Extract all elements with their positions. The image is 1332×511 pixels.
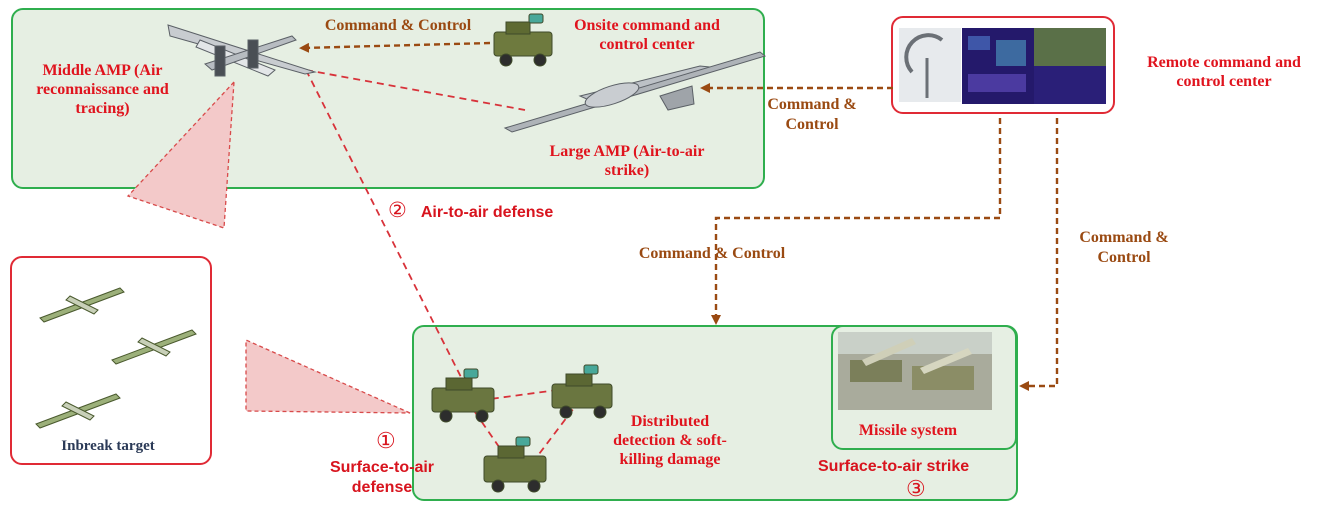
link-v1-v3 <box>467 401 516 471</box>
link-middle-large <box>305 69 526 111</box>
middle-amp-label: Middle AMP (Air reconnaissance and traci… <box>36 62 169 117</box>
surface-to-air-defense-label: Surface-to-air defense <box>329 459 435 496</box>
ground-vehicle-2 <box>551 364 613 419</box>
onsite-vehicle <box>493 13 553 67</box>
arrow-remote-to-missile <box>1019 118 1059 391</box>
missile-system-image <box>838 332 992 410</box>
arrow-remote-to-ground <box>711 118 1002 325</box>
link-v2-v3 <box>532 399 581 463</box>
cc-right-label: Command & Control <box>1079 229 1169 266</box>
large-amp-drone <box>503 51 767 133</box>
middle-amp-drone <box>167 24 317 77</box>
missile-system-label: Missile system <box>858 422 958 439</box>
large-amp-label: Large AMP (Air-to-air strike) <box>549 143 705 179</box>
inbreak-target-box <box>10 256 212 465</box>
air-to-air-label: Air-to-air defense <box>420 204 554 221</box>
cc-remote-left-label: Command & Control <box>767 96 857 133</box>
air-zone-box <box>11 8 765 189</box>
inbreak-target-label: Inbreak target <box>61 438 155 454</box>
inbreak-drones <box>35 287 197 429</box>
link-middle-ground <box>305 69 466 386</box>
onsite-center-label: Onsite command and control center <box>574 17 720 53</box>
air-to-air-group: ② Air-to-air defense <box>388 198 628 224</box>
cc-middle-label: Command & Control <box>638 245 786 262</box>
surface-to-air-strike-label: Surface-to-air strike <box>818 458 970 475</box>
surface-to-air-defense-number: ① <box>376 428 396 453</box>
radar-cone-ground <box>245 338 411 414</box>
cc-top-label: Command & Control <box>324 17 472 34</box>
ground-vehicle-3 <box>483 436 547 493</box>
distributed-label: Distributed detection & soft-killing dam… <box>613 413 727 468</box>
remote-center-label: Remote command and control center <box>1147 54 1301 90</box>
remote-center-image <box>899 28 1106 104</box>
ground-vehicle-1 <box>431 368 495 423</box>
arrow-onsite-to-middle <box>299 41 491 53</box>
radar-cone-air <box>126 80 235 229</box>
air-to-air-number: ② <box>388 199 407 222</box>
surface-to-air-strike-number: ③ <box>906 476 926 501</box>
